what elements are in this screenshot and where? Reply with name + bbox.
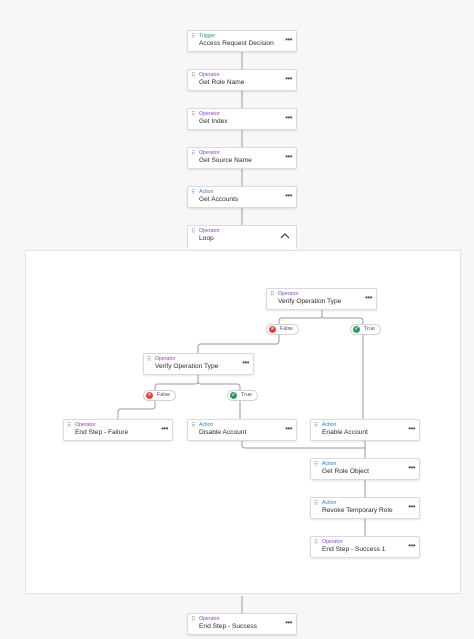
true-branch-badge-2[interactable]: ✓ True xyxy=(227,390,258,401)
close-circle-icon: × xyxy=(146,392,153,399)
node-name: Loop xyxy=(199,235,214,242)
drag-handle-icon[interactable]: ⠿ xyxy=(191,34,195,40)
drag-handle-icon[interactable]: ⠿ xyxy=(314,462,318,468)
more-options-icon[interactable]: ••• xyxy=(242,358,249,367)
drag-handle-icon[interactable]: ⠿ xyxy=(314,540,318,546)
branch-label: True xyxy=(364,326,375,332)
node-type-label: Action xyxy=(199,189,214,195)
node-type-label: Operator xyxy=(322,539,343,545)
node-type-label: Operator xyxy=(199,150,220,156)
trigger-node[interactable]: ⠿ Trigger Access Request Decision ••• xyxy=(187,30,297,52)
node-name: Revoke Temporary Role xyxy=(322,507,393,514)
verify-operation-type-node[interactable]: ⠿ Operator Verify Operation Type ••• xyxy=(266,288,377,310)
node-name: Access Request Decision xyxy=(199,40,274,47)
node-type-label: Action xyxy=(322,422,337,428)
more-options-icon[interactable]: ••• xyxy=(285,424,292,433)
more-options-icon[interactable]: ••• xyxy=(408,502,415,511)
check-circle-icon: ✓ xyxy=(353,326,360,333)
drag-handle-icon[interactable]: ⠿ xyxy=(191,73,195,79)
node-type-label: Operator xyxy=(199,72,220,78)
get-index-node[interactable]: ⠿ Operator Get Index ••• xyxy=(187,108,297,130)
get-role-name-node[interactable]: ⠿ Operator Get Role Name ••• xyxy=(187,69,297,91)
more-options-icon[interactable]: ••• xyxy=(285,113,292,122)
drag-handle-icon[interactable]: ⠿ xyxy=(270,292,274,298)
node-name: Get Role Object xyxy=(322,468,369,475)
node-type-label: Trigger xyxy=(199,33,216,39)
drag-handle-icon[interactable]: ⠿ xyxy=(147,357,151,363)
node-type-label: Operator xyxy=(199,111,220,117)
node-type-label: Operator xyxy=(278,291,299,297)
close-circle-icon: × xyxy=(269,326,276,333)
more-options-icon[interactable]: ••• xyxy=(161,424,168,433)
more-options-icon[interactable]: ••• xyxy=(365,293,372,302)
node-name: End Step - Failure xyxy=(75,429,129,436)
drag-handle-icon[interactable]: ⠿ xyxy=(191,112,195,118)
node-name: Disable Account xyxy=(199,429,247,436)
false-branch-badge-2[interactable]: × False xyxy=(143,390,177,401)
node-name: Verify Operation Type xyxy=(278,298,342,305)
more-options-icon[interactable]: ••• xyxy=(285,74,292,83)
end-step-success-1-node[interactable]: ⠿ Operator End Step - Success 1 ••• xyxy=(310,536,420,558)
loop-node[interactable]: ⠿ Operator Loop xyxy=(187,225,297,249)
more-options-icon[interactable]: ••• xyxy=(408,463,415,472)
node-name: Get Source Name xyxy=(199,157,252,164)
node-name: Get Accounts xyxy=(199,196,239,203)
more-options-icon[interactable]: ••• xyxy=(285,191,292,200)
get-role-object-node[interactable]: ⠿ Action Get Role Object ••• xyxy=(310,458,420,480)
revoke-temporary-role-node[interactable]: ⠿ Action Revoke Temporary Role ••• xyxy=(310,497,420,519)
drag-handle-icon[interactable]: ⠿ xyxy=(191,151,195,157)
verify-operation-type-node-2[interactable]: ⠿ Operator Verify Operation Type ••• xyxy=(143,353,254,375)
more-options-icon[interactable]: ••• xyxy=(285,35,292,44)
drag-handle-icon[interactable]: ⠿ xyxy=(191,190,195,196)
node-name: Verify Operation Type xyxy=(155,363,219,370)
more-options-icon[interactable]: ••• xyxy=(285,152,292,161)
node-type-label: Action xyxy=(322,500,337,506)
true-branch-badge[interactable]: ✓ True xyxy=(350,324,381,335)
false-branch-badge[interactable]: × False xyxy=(266,324,300,335)
branch-label: True xyxy=(241,392,252,398)
end-step-failure-node[interactable]: ⠿ Operator End Step - Failure ••• xyxy=(63,419,173,441)
more-options-icon[interactable]: ••• xyxy=(408,424,415,433)
drag-handle-icon[interactable]: ⠿ xyxy=(191,423,195,429)
disable-account-node[interactable]: ⠿ Action Disable Account ••• xyxy=(187,419,297,441)
drag-handle-icon[interactable]: ⠿ xyxy=(314,501,318,507)
node-type-label: Operator xyxy=(199,616,220,622)
branch-label: False xyxy=(280,326,294,332)
more-options-icon[interactable]: ••• xyxy=(285,618,292,627)
node-name: End Step - Success 1 xyxy=(322,546,386,553)
get-accounts-node[interactable]: ⠿ Action Get Accounts ••• xyxy=(187,186,297,208)
drag-handle-icon[interactable]: ⠿ xyxy=(191,617,195,623)
node-name: Get Index xyxy=(199,118,228,125)
node-type-label: Operator xyxy=(75,422,96,428)
check-circle-icon: ✓ xyxy=(230,392,237,399)
get-source-name-node[interactable]: ⠿ Operator Get Source Name ••• xyxy=(187,147,297,169)
drag-handle-icon[interactable]: ⠿ xyxy=(314,423,318,429)
node-type-label: Operator xyxy=(199,228,220,234)
drag-handle-icon[interactable]: ⠿ xyxy=(67,423,71,429)
node-name: End Step - Success xyxy=(199,623,257,630)
enable-account-node[interactable]: ⠿ Action Enable Account ••• xyxy=(310,419,420,441)
node-type-label: Action xyxy=(322,461,337,467)
more-options-icon[interactable]: ••• xyxy=(408,541,415,550)
node-type-label: Action xyxy=(199,422,214,428)
node-name: Enable Account xyxy=(322,429,368,436)
branch-label: False xyxy=(157,392,171,398)
drag-handle-icon[interactable]: ⠿ xyxy=(191,229,195,235)
node-name: Get Role Name xyxy=(199,79,245,86)
chevron-up-icon[interactable] xyxy=(280,232,290,240)
end-step-success-node[interactable]: ⠿ Operator End Step - Success ••• xyxy=(187,613,297,635)
node-type-label: Operator xyxy=(155,356,176,362)
